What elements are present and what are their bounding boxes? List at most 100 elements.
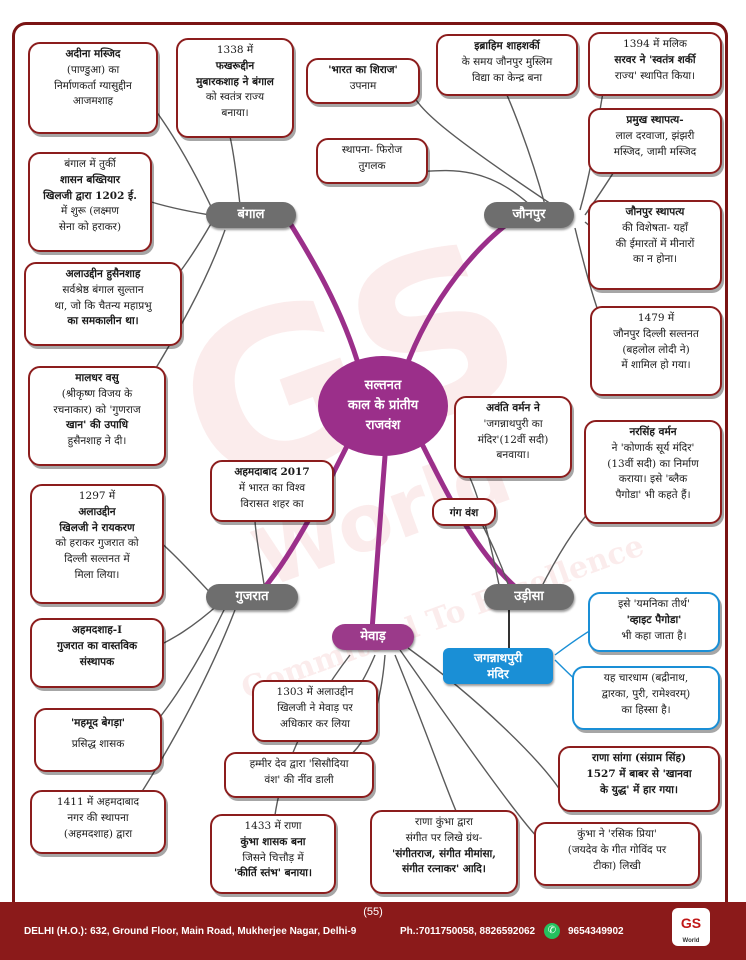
raykaran-l1: 1297 में	[78, 490, 116, 502]
lodi-l4: में शामिल हो गया।	[621, 359, 691, 372]
begada-l2: प्रसिद्ध शासक	[71, 738, 125, 750]
fakhruddin-l1: 1338 में	[216, 44, 254, 56]
box-ahmedabad-1411: 1411 में अहमदाबाद नगर की स्थापना (अहमदशा…	[30, 790, 166, 854]
malik-l3: राज्य' स्थापित किया।	[614, 69, 696, 82]
sthapatya-l2: लाल दरवाजा, झंझरी	[615, 129, 695, 142]
box-ibrahim-sharqi: इब्राहिम शाहशर्की के समय जौनपुर मुस्लिम …	[436, 34, 578, 96]
shiraz-l1: 'भारत का शिराज'	[328, 64, 398, 76]
box-yamnika-tirth: इसे 'यमनिका तीर्थ' 'व्हाइट पैगोडा' भी कह…	[588, 592, 720, 652]
footer-address: DELHI (H.O.): 632, Ground Floor, Main Ro…	[24, 926, 357, 937]
maladhar-l2: (श्रीकृष्ण विजय के	[61, 387, 133, 400]
khilji-bengal-l3: खिलजी द्वारा 1202 ई.	[43, 189, 137, 202]
box-adina-masjid: अदीना मस्जिद (पाण्डुआ) का निर्माणकर्ता ग…	[28, 42, 158, 134]
adina-l4: आजमशाह	[72, 95, 114, 108]
sanga-l1: राणा सांगा (संग्राम सिंह)	[591, 752, 687, 764]
mewar1303-l3: अधिकार कर लिया	[280, 717, 350, 730]
hub-mewar: मेवाड़	[332, 624, 414, 650]
ibrahim-l3: विद्या का केन्द्र बना	[471, 71, 543, 84]
malik-l1: 1394 में मलिक	[623, 38, 687, 50]
box-maladhar-basu: मालधर वसु (श्रीकृष्ण विजय के रचनाकार) को…	[28, 366, 166, 466]
ahmedabad1411-l1: 1411 में अहमदाबाद	[56, 796, 140, 808]
box-avanti-varman: अवंति वर्मन ने 'जगन्नाथपुरी का मंदिर'(12…	[454, 396, 572, 478]
ahmadshah-l3: संस्थापक	[79, 655, 115, 668]
khilji-bengal-l4: में शुरू (लक्ष्मण	[60, 205, 119, 218]
page-footer: (55) DELHI (H.O.): 632, Ground Floor, Ma…	[0, 902, 746, 960]
ahmedabad2017-l3: विरासत शहर का	[240, 497, 304, 510]
chardham-l2: द्वारका, पुरी, रामेश्वरम्)	[601, 687, 691, 700]
ahmadshah-l1: अहमदशाह-I	[71, 624, 123, 636]
box-malik-sarwar: 1394 में मलिक सरवर ने 'स्वतंत्र शर्की रा…	[588, 32, 722, 96]
husain-l1: अलाउद्दीन हुसैनशाह	[65, 268, 141, 280]
rasik-l2: (जयदेव के गीत गोविंद पर	[567, 843, 667, 856]
husain-l2: सर्वश्रेष्ठ बंगाल सुल्तान	[62, 283, 144, 296]
avanti-l2: 'जगन्नाथपुरी का	[483, 417, 543, 430]
lodi-l3: (बहलोल लोदी ने)	[622, 343, 690, 356]
box-kumbha-music: राणा कुंभा द्वारा संगीत पर लिखे ग्रंथ- '…	[370, 810, 518, 894]
rasik-l1: कुंभा ने 'रसिक प्रिया'	[577, 828, 657, 840]
ahmedabad1411-l3: (अहमदशाह) द्वारा	[63, 827, 133, 840]
hub-jaunpur: जौनपुर	[484, 202, 574, 228]
kumbha1433-l1: 1433 में राणा	[244, 820, 302, 832]
fakhruddin-l5: बनाया।	[221, 107, 249, 119]
footer-phone: Ph.:7011750058, 8826592062	[400, 926, 536, 937]
kumbha-sangeet-l4: संगीत रत्नाकर' आदि।	[402, 863, 486, 876]
center-line-1: सल्तनत	[364, 378, 402, 393]
kumbha-sangeet-l3: 'संगीतराज, संगीत मीमांसा,	[392, 847, 496, 860]
jagannath-line-2: मंदिर	[487, 667, 509, 681]
box-ahmedabad-2017: अहमदाबाद 2017 में भारत का विश्व विरासत श…	[210, 460, 334, 522]
yamnika-l3: भी कहा जाता है।	[621, 629, 687, 642]
box-mewar-1303: 1303 में अलाउद्दीन खिलजी ने मेवाड़ पर अध…	[252, 680, 378, 742]
narsimha-l4: कराया। इसे 'ब्लैक	[618, 473, 688, 486]
fakhruddin-l3: मुबारकशाह ने बंगाल	[196, 75, 274, 88]
narsimha-l3: (13वीं सदी) का निर्माण	[607, 457, 699, 470]
khilji-bengal-l2: शासन बख्तियार	[59, 173, 121, 186]
maladhar-l3: रचनाकार) को 'गुणराज	[53, 403, 141, 416]
kumbha1433-l4: 'कीर्ति स्तंभ' बनाया।	[233, 867, 312, 880]
visheshta-l1: जौनपुर स्थापत्य	[625, 206, 685, 218]
raykaran-l3: खिलजी ने रायकरण	[59, 521, 135, 534]
box-ahmad-shah: अहमदशाह-I गुजरात का वास्तविक संस्थापक	[30, 618, 164, 688]
khilji-bengal-l5: सेना को हराकर)	[58, 221, 122, 233]
avanti-l4: बनवाया।	[496, 449, 530, 462]
adina-l3: निर्माणकर्ता ग्यासुद्दीन	[54, 79, 132, 92]
box-lodi-1479: 1479 में जौनपुर दिल्ली सल्तनत (बहलोल लोद…	[590, 306, 722, 396]
maladhar-l1: मालधर वसु	[75, 372, 119, 384]
hub-jagannath-temple: जगन्नाथपुरी मंदिर	[443, 648, 553, 684]
fakhruddin-l2: फखरूद्दीन	[215, 59, 255, 72]
box-khilji-bengal: बंगाल में तुर्की शासन बख्तियार खिलजी द्व…	[28, 152, 152, 252]
box-chardham: यह चारधाम (बद्रीनाथ, द्वारका, पुरी, रामे…	[572, 666, 720, 730]
center-line-3: राजवंश	[365, 418, 401, 433]
adina-l1: अदीना मस्जिद	[65, 48, 121, 60]
whatsapp-icon: ✆	[544, 923, 560, 939]
kumbha1433-l2: कुंभा शासक बना	[240, 835, 306, 848]
rasik-l3: टीका) लिखी	[593, 859, 641, 872]
hub-bengal: बंगाल	[206, 202, 296, 228]
ibrahim-l1: इब्राहिम शाहशर्की	[474, 40, 540, 52]
hub-gujarat: गुजरात	[206, 584, 298, 610]
lodi-l1: 1479 में	[637, 312, 675, 324]
narsimha-l5: पैगोडा' भी कहते हैं।	[615, 489, 691, 501]
chardham-l3: का हिस्सा है।	[621, 703, 671, 716]
box-raykaran-1297: 1297 में अलाउद्दीन खिलजी ने रायकरण को हर…	[30, 484, 164, 604]
visheshta-l4: का न होना।	[632, 253, 678, 266]
sthapatya-l1: प्रमुख स्थापत्य-	[626, 114, 684, 126]
husain-l4: का समकालीन था।	[67, 315, 139, 328]
jagannath-line-1: जगन्नाथपुरी	[473, 651, 523, 665]
ahmadshah-l2: गुजरात का वास्तविक	[56, 639, 138, 652]
box-shiraz: 'भारत का शिराज' उपनाम	[306, 58, 420, 104]
yamnika-l2: 'व्हाइट पैगोडा'	[626, 613, 682, 626]
narsimha-l2: ने 'कोणार्क सूर्य मंदिर'	[611, 441, 695, 454]
raykaran-l5: दिल्ली सल्तनत में	[64, 553, 130, 565]
box-mahmud-begada: 'महमूद बेगड़ा' प्रसिद्ध शासक	[34, 708, 162, 772]
kumbha-sangeet-l1: राणा कुंभा द्वारा	[415, 816, 473, 828]
maladhar-l4: खान' की उपाधि	[65, 419, 129, 432]
fakhruddin-l4: को स्वतंत्र राज्य	[205, 91, 265, 104]
sthapatya-l3: मस्जिद, जामी मस्जिद	[613, 145, 697, 158]
maladhar-l5: हुसैनशाह ने दी।	[67, 435, 127, 447]
box-kumbha-1433: 1433 में राणा कुंभा शासक बना जिसने चित्त…	[210, 814, 336, 894]
adina-l2: (पाण्डुआ) का	[66, 63, 120, 76]
gs-world-logo: GS World	[672, 908, 710, 946]
box-husain-shah: अलाउद्दीन हुसैनशाह सर्वश्रेष्ठ बंगाल सुल…	[24, 262, 182, 346]
kumbha-sangeet-l2: संगीत पर लिखे ग्रंथ-	[405, 831, 483, 844]
